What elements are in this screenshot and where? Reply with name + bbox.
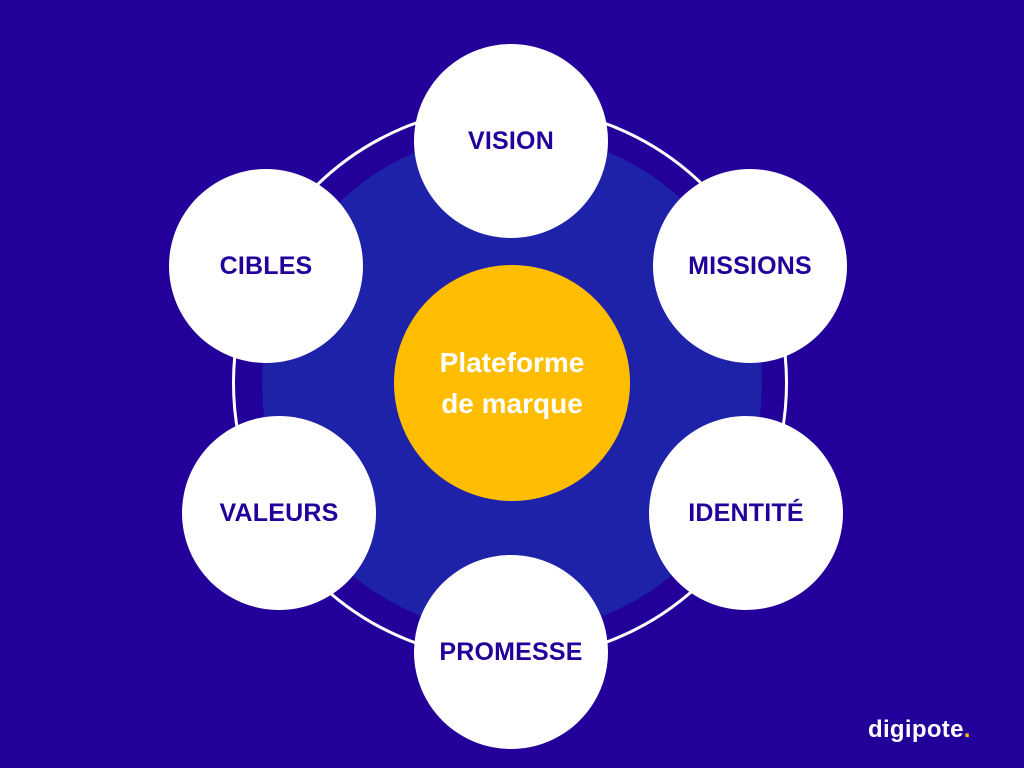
node-valeurs-label: VALEURS [219, 498, 339, 527]
node-cibles: CIBLES [169, 169, 363, 363]
node-valeurs: VALEURS [182, 416, 376, 610]
node-cibles-label: CIBLES [219, 251, 313, 280]
node-missions-label: MISSIONS [688, 251, 812, 280]
node-promesse: PROMESSE [414, 555, 608, 749]
node-identite: IDENTITÉ [649, 416, 843, 610]
center-circle: Plateforme de marque [394, 265, 630, 501]
node-identite-label: IDENTITÉ [688, 498, 804, 527]
center-title-line2: de marque [441, 388, 583, 419]
node-vision-label: VISION [468, 126, 554, 155]
node-missions: MISSIONS [653, 169, 847, 363]
node-vision: VISION [414, 44, 608, 238]
brand-logo: digipote. [868, 716, 971, 744]
brand-name: digipote [868, 716, 964, 743]
center-title-line1: Plateforme [439, 347, 585, 378]
brand-dot: . [963, 716, 971, 743]
node-promesse-label: PROMESSE [439, 637, 583, 666]
